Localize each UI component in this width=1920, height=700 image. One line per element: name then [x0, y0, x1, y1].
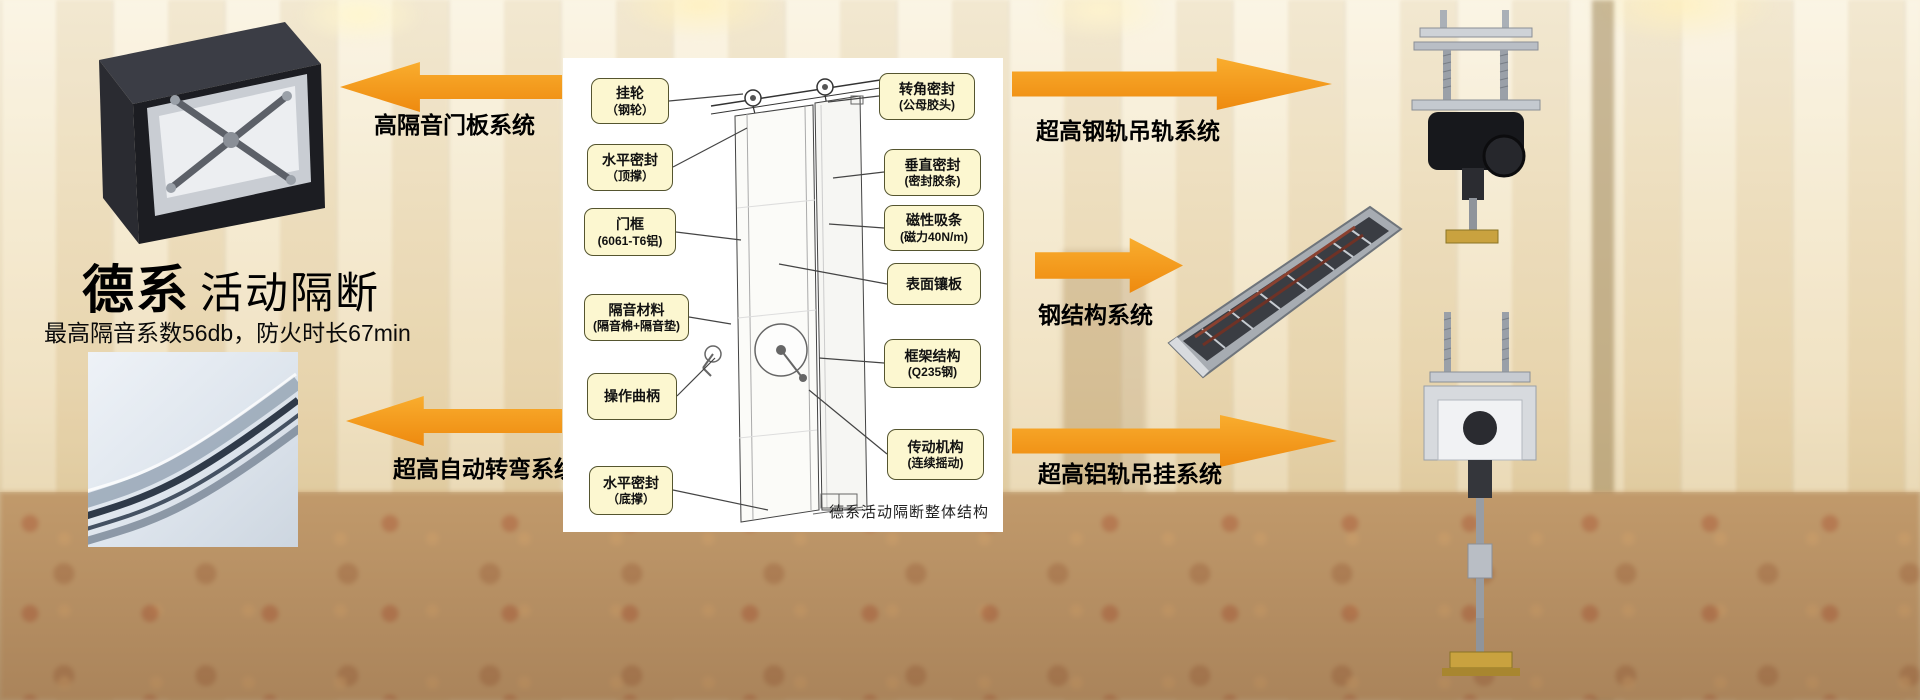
callout-frame-structure-line1: 框架结构 [904, 347, 961, 364]
callout-hanging-wheel-line1: 挂轮 [616, 85, 644, 102]
diagram-caption: 德系活动隔断整体结构 [828, 504, 989, 521]
callout-corner-seal: 转角密封 (公母胶头) [879, 73, 975, 120]
label-auto-turn-system: 超高自动转弯系统 [393, 456, 577, 482]
callout-corner-seal-line1: 转角密封 [899, 80, 955, 97]
photo-door-panel-mechanism [85, 12, 330, 247]
callout-horizontal-seal-bottom: 水平密封 （底撑） [589, 466, 673, 515]
partition-diagram-panel: 挂轮 （钢轮） 水平密封 （顶撑） 门框 (6061-T6铝) 隔音材料 (隔音… [563, 58, 1003, 532]
callout-door-frame-line1: 门框 [616, 216, 644, 233]
partition-diagram-art [668, 77, 894, 523]
callout-horizontal-seal-top-line2: （顶撑） [605, 169, 654, 184]
callout-surface-panel: 表面镶板 [887, 263, 981, 305]
callout-horizontal-seal-top-line1: 水平密封 [602, 151, 658, 168]
callout-magnetic-strip: 磁性吸条 (磁力40N/m) [884, 205, 984, 251]
label-steel-rail-system: 超高钢轨吊轨系统 [1036, 118, 1220, 144]
callout-transmission: 传动机构 (连续摇动) [887, 429, 984, 480]
callout-hanging-wheel-line2: （钢轮） [605, 102, 654, 117]
callout-vertical-seal: 垂直密封 (密封胶条) [884, 149, 981, 196]
photo-steel-structure [1165, 195, 1405, 380]
callout-horizontal-seal-bottom-line1: 水平密封 [603, 474, 659, 491]
label-door-panel-system: 高隔音门板系统 [374, 112, 535, 138]
callout-transmission-line2: (连续摇动) [907, 456, 964, 471]
photo-steel-rail-hanger [1388, 8, 1563, 253]
callout-sound-insulation-line2: (隔音棉+隔音垫) [592, 319, 680, 334]
callout-magnetic-strip-line2: (磁力40N/m) [899, 229, 968, 244]
brand-title-sub: 活动隔断 [200, 270, 381, 318]
brand-title-main: 德系 [82, 262, 191, 320]
callout-hanging-wheel: 挂轮 （钢轮） [591, 78, 669, 124]
callout-operating-crank: 操作曲柄 [587, 373, 677, 420]
label-aluminum-rail-system: 超高铝轨吊挂系统 [1038, 461, 1222, 487]
callout-corner-seal-line2: (公母胶头) [899, 98, 955, 113]
photo-aluminum-rail-hanger [1398, 308, 1563, 693]
callout-sound-insulation: 隔音材料 (隔音棉+隔音垫) [584, 294, 689, 341]
callout-magnetic-strip-line1: 磁性吸条 [906, 212, 962, 229]
label-steel-structure-system: 钢结构系统 [1038, 302, 1153, 328]
callout-door-frame: 门框 (6061-T6铝) [584, 208, 676, 256]
callout-vertical-seal-line1: 垂直密封 [904, 156, 961, 173]
callout-frame-structure-line2: (Q235钢) [907, 365, 958, 380]
callout-horizontal-seal-bottom-line2: （底撑） [606, 492, 655, 507]
callout-transmission-line1: 传动机构 [907, 438, 964, 455]
callout-operating-crank-line1: 操作曲柄 [604, 388, 660, 405]
brand-title: 德系 活动隔断 [82, 248, 502, 323]
callout-vertical-seal-line2: (密封胶条) [904, 174, 961, 189]
brand-tagline: 最高隔音系数56db，防火时长67min [44, 320, 411, 346]
callout-surface-panel-line1: 表面镶板 [906, 275, 962, 292]
callout-sound-insulation-line1: 隔音材料 [608, 301, 665, 318]
callout-frame-structure: 框架结构 (Q235钢) [884, 339, 981, 388]
callout-horizontal-seal-top: 水平密封 （顶撑） [587, 144, 673, 191]
photo-curved-track [88, 352, 298, 547]
callout-door-frame-line2: (6061-T6铝) [597, 233, 663, 248]
